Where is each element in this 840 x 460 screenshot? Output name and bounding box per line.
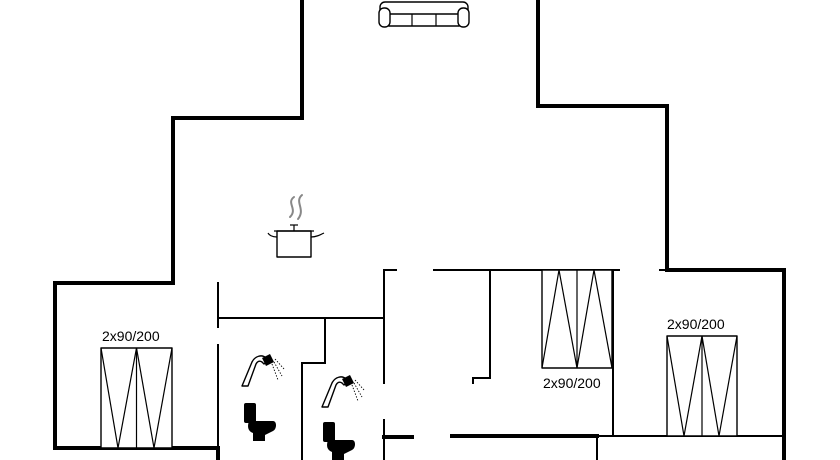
sofa-icon xyxy=(378,1,470,28)
cooking-pot-icon xyxy=(267,194,325,258)
bedroom-left: 2x90/200 xyxy=(100,328,173,449)
wall-closet xyxy=(472,269,491,384)
twin-bed-icon xyxy=(100,347,173,449)
wall-bath-divider xyxy=(301,317,326,460)
bed-size-label: 2x90/200 xyxy=(102,328,160,344)
interior-walls xyxy=(217,269,785,460)
bed-size-label: 2x90/200 xyxy=(543,375,601,391)
bedroom-center: 2x90/200 xyxy=(541,269,613,391)
twin-bed-icon xyxy=(541,269,613,369)
bed-size-label: 2x90/200 xyxy=(667,316,725,332)
bedroom-right: 2x90/200 xyxy=(666,316,738,437)
toilet-icon xyxy=(323,422,355,460)
outer-wall-right xyxy=(536,0,786,460)
shower-icon xyxy=(241,354,286,387)
toilet-icon xyxy=(244,403,276,441)
twin-bed-icon xyxy=(666,335,738,437)
outer-wall-left xyxy=(53,0,304,460)
shower-icon xyxy=(321,375,366,408)
outer-walls xyxy=(53,0,786,460)
